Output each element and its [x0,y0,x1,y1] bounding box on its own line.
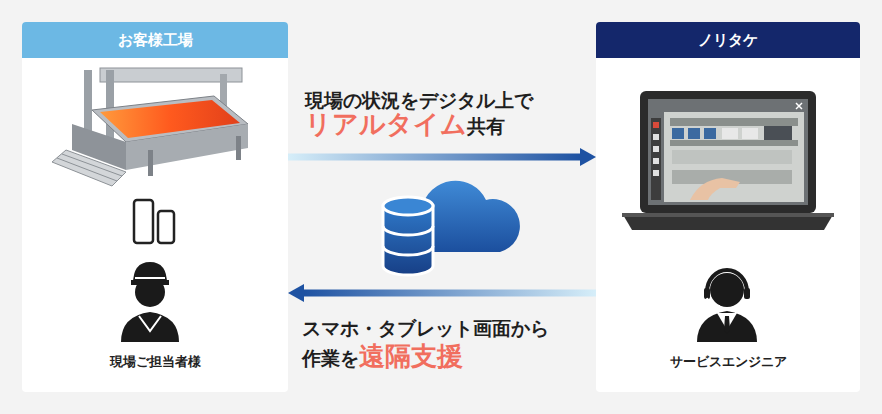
label-line: 作業を遠隔支援 [302,340,463,374]
flow-label: 作業を [302,342,359,374]
role-label: 現場ご担当者様 [22,352,288,372]
database-ring [383,226,433,235]
label-line: リアルタイム共有 [305,108,505,142]
database-body [383,206,433,275]
flow-arrow [304,290,596,297]
flow-label: スマホ・タブレット画面から [302,312,549,344]
database-top [383,197,433,215]
flow-label: 共有 [467,110,505,142]
flow-arrow [288,154,580,161]
cloud-shape [398,181,520,252]
panel-header: ノリタケ [596,22,860,58]
database-ring [383,246,433,255]
panel-box: お客様工場現場ご担当者様 [22,22,288,392]
flow-label: 遠隔支援 [359,340,463,372]
panel-box: ノリタケサービスエンジニア [596,22,860,392]
label-line: スマホ・タブレット画面から [302,312,549,344]
cloud-database-icon [383,181,520,275]
flow-label: リアルタイム [305,108,467,140]
panel-header: お客様工場 [22,22,288,58]
role-label: サービスエンジニア [596,352,860,372]
